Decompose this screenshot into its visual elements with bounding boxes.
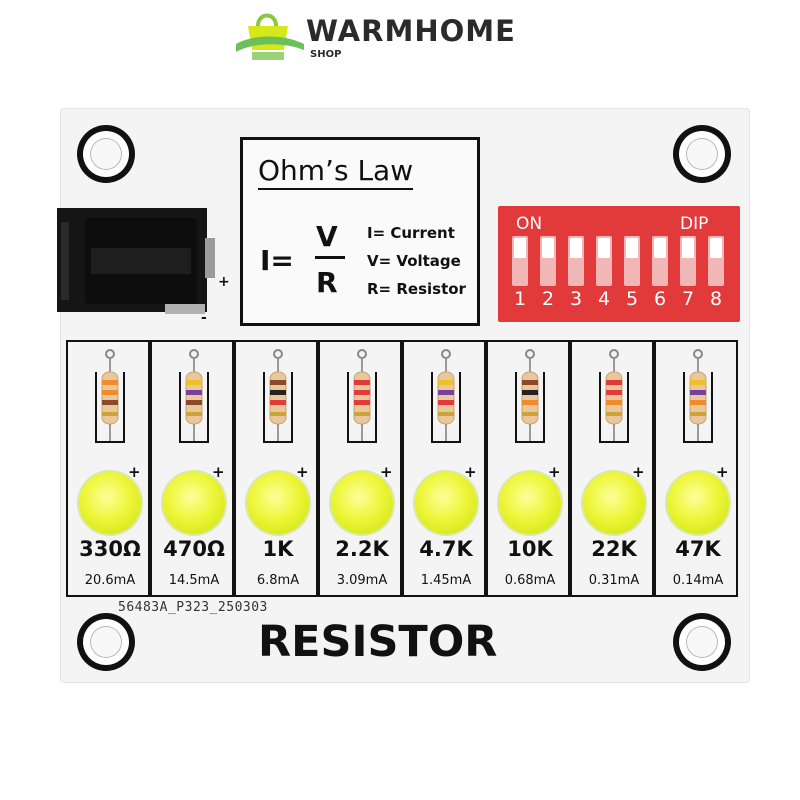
resistor-icon [431, 349, 461, 443]
dip-toggle-4[interactable] [596, 236, 612, 286]
dip-number: 3 [569, 288, 583, 310]
dip-number: 4 [597, 288, 611, 310]
jack-plus-label: + [218, 274, 230, 290]
resistor-icon [179, 349, 209, 443]
legend-voltage: V= Voltage [367, 252, 461, 270]
mounting-hole [679, 131, 725, 177]
led-plus-label: + [380, 463, 393, 481]
led-icon [409, 466, 483, 540]
led-current: 6.8mA [256, 573, 300, 588]
fraction-bar [315, 256, 345, 259]
resistor-value: 4.7K [419, 537, 473, 561]
resistor-value: 330Ω [79, 537, 141, 561]
led-icon [73, 466, 147, 540]
led-plus-label: + [716, 463, 729, 481]
dip-toggle-8[interactable] [708, 236, 724, 286]
resistor-channel: +4.7K 1.45mA [402, 340, 486, 597]
resistor-channel: +47K 0.14mA [654, 340, 738, 597]
dip-toggle-5[interactable] [624, 236, 640, 286]
dc-power-jack [57, 208, 215, 314]
formula-lhs: I= [260, 244, 294, 277]
formula-numerator: V [316, 220, 338, 253]
brand-subtitle: SHOP [310, 49, 342, 60]
led-current: 3.09mA [336, 573, 388, 588]
led-current: 0.31mA [588, 573, 640, 588]
led-icon [157, 466, 231, 540]
dip-toggle-3[interactable] [568, 236, 584, 286]
dip-switch: ON DIP 1 2 3 4 5 6 7 8 [498, 206, 740, 322]
resistor-icon [95, 349, 125, 443]
resistor-channels: +330Ω 20.6mA +470Ω 14.5mA +1K 6.8mA +2.2K 3.09m… [66, 340, 738, 600]
legend-resistor: R= Resistor [367, 280, 466, 298]
led-plus-label: + [632, 463, 645, 481]
led-current: 0.68mA [504, 573, 556, 588]
resistor-value: 1K [262, 537, 294, 561]
dip-toggle-7[interactable] [680, 236, 696, 286]
resistor-icon [599, 349, 629, 443]
resistor-icon [263, 349, 293, 443]
resistor-value: 22K [591, 537, 637, 561]
resistor-channel: +2.2K 3.09mA [318, 340, 402, 597]
resistor-channel: +1K 6.8mA [234, 340, 318, 597]
resistor-value: 2.2K [335, 537, 389, 561]
brand-logo: WARMHOME SHOP [234, 4, 554, 68]
resistor-icon [347, 349, 377, 443]
led-plus-label: + [128, 463, 141, 481]
led-current: 14.5mA [168, 573, 220, 588]
dip-number: 1 [513, 288, 527, 310]
formula-denominator: R [316, 266, 338, 299]
led-icon [661, 466, 735, 540]
brand-name: WARMHOME [306, 14, 516, 48]
ohms-law-title: Ohm’s Law [258, 154, 414, 190]
led-current: 1.45mA [420, 573, 472, 588]
resistor-value: 47K [675, 537, 721, 561]
dip-number: 8 [709, 288, 723, 310]
resistor-channel: +10K 0.68mA [486, 340, 570, 597]
dip-toggle-2[interactable] [540, 236, 556, 286]
shopping-bag-icon [236, 13, 304, 60]
led-icon [241, 466, 315, 540]
resistor-channel: +330Ω 20.6mA [66, 340, 150, 597]
resistor-icon [515, 349, 545, 443]
led-icon [577, 466, 651, 540]
dip-toggle-1[interactable] [512, 236, 528, 286]
led-plus-label: + [212, 463, 225, 481]
resistor-value: 470Ω [163, 537, 225, 561]
mounting-hole [83, 619, 129, 665]
dip-on-label: ON [516, 214, 543, 234]
dip-number: 6 [653, 288, 667, 310]
resistor-icon [683, 349, 713, 443]
jack-minus-label: - [201, 310, 207, 326]
led-current: 0.14mA [672, 573, 724, 588]
resistor-value: 10K [507, 537, 553, 561]
led-icon [493, 466, 567, 540]
dip-number: 5 [625, 288, 639, 310]
dip-toggle-6[interactable] [652, 236, 668, 286]
dip-number: 2 [541, 288, 555, 310]
led-icon [325, 466, 399, 540]
resistor-channel: +470Ω 14.5mA [150, 340, 234, 597]
led-plus-label: + [464, 463, 477, 481]
resistor-channel: +22K 0.31mA [570, 340, 654, 597]
mounting-hole [83, 131, 129, 177]
pcb-code: 56483A_P323_250303 [118, 600, 268, 615]
legend-current: I= Current [367, 224, 455, 242]
led-plus-label: + [548, 463, 561, 481]
dip-number: 7 [681, 288, 695, 310]
ohms-law-panel: Ohm’s Law I= V R I= Current V= Voltage R… [240, 137, 480, 326]
mounting-hole [679, 619, 725, 665]
dip-label: DIP [680, 214, 709, 234]
board-title: RESISTOR [258, 617, 498, 667]
led-plus-label: + [296, 463, 309, 481]
led-current: 20.6mA [84, 573, 136, 588]
